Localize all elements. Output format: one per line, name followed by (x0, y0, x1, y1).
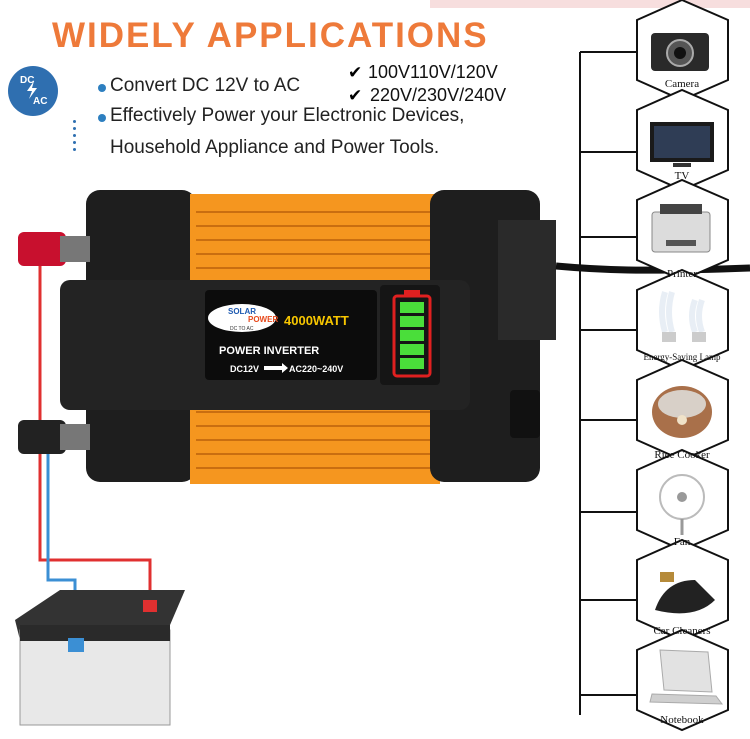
badge-ac-text: AC (33, 96, 48, 107)
check-icon: ✔ (348, 86, 363, 105)
application-connector-lines (579, 51, 640, 715)
application-label: Printer (667, 268, 697, 280)
top-accent-bar (430, 0, 750, 8)
feature-line-2: Effectively Power your Electronic Device… (110, 105, 465, 126)
dc-ac-badge: DC AC (8, 66, 58, 116)
printer-icon (651, 204, 711, 253)
positive-terminal (18, 232, 90, 266)
application-label: Rice Cooker (654, 449, 710, 461)
inverter-name: POWER INVERTER (219, 345, 319, 357)
brand-logo (208, 304, 276, 332)
application-label: Fan (673, 536, 691, 548)
dotted-divider (73, 120, 77, 155)
bullet-icon (98, 114, 106, 122)
negative-terminal (18, 420, 90, 454)
voltage-list-1: 100V110V/120V (368, 62, 498, 82)
lamp-icon (659, 291, 706, 342)
car-battery (15, 590, 185, 726)
hexagon-frames (636, 0, 729, 732)
check-icon: ✔ (348, 63, 363, 82)
brand-sub: DC TO AC (230, 326, 254, 332)
rice-cooker-icon (652, 386, 712, 438)
voltage-list-2: 220V/230V/240V (370, 85, 507, 105)
notebook-icon (649, 649, 724, 705)
spec-out: AC220~240V (289, 364, 343, 374)
application-label: Energy-Saving Lamp (643, 352, 721, 362)
battery-indicator-icon (392, 290, 432, 378)
camera-icon (651, 33, 709, 71)
application-label: Notebook (660, 714, 704, 726)
tv-icon (650, 122, 714, 167)
application-label: Car Cleaners (653, 625, 711, 637)
power-cord (555, 262, 750, 274)
spec-in: DC12V (230, 364, 259, 374)
bullet-icon (98, 84, 106, 92)
feature-line-3: Household Appliance and Power Tools. (110, 137, 440, 158)
page-title: WIDELY APPLICATIONS (52, 16, 489, 55)
feature-line-1: Convert DC 12V to AC (110, 75, 301, 96)
badge-dc-text: DC (20, 75, 35, 86)
brand-top: SOLAR (228, 307, 256, 316)
application-label: TV (674, 170, 690, 182)
wattage-label: 4000WATT (284, 313, 349, 328)
lightning-icon (27, 81, 37, 99)
arrow-icon (264, 363, 288, 373)
brand-bottom: POWER (248, 315, 278, 324)
fan-icon (659, 474, 705, 535)
inverter-body (60, 190, 556, 484)
application-label: Camera (664, 78, 700, 90)
vacuum-icon (655, 572, 715, 614)
